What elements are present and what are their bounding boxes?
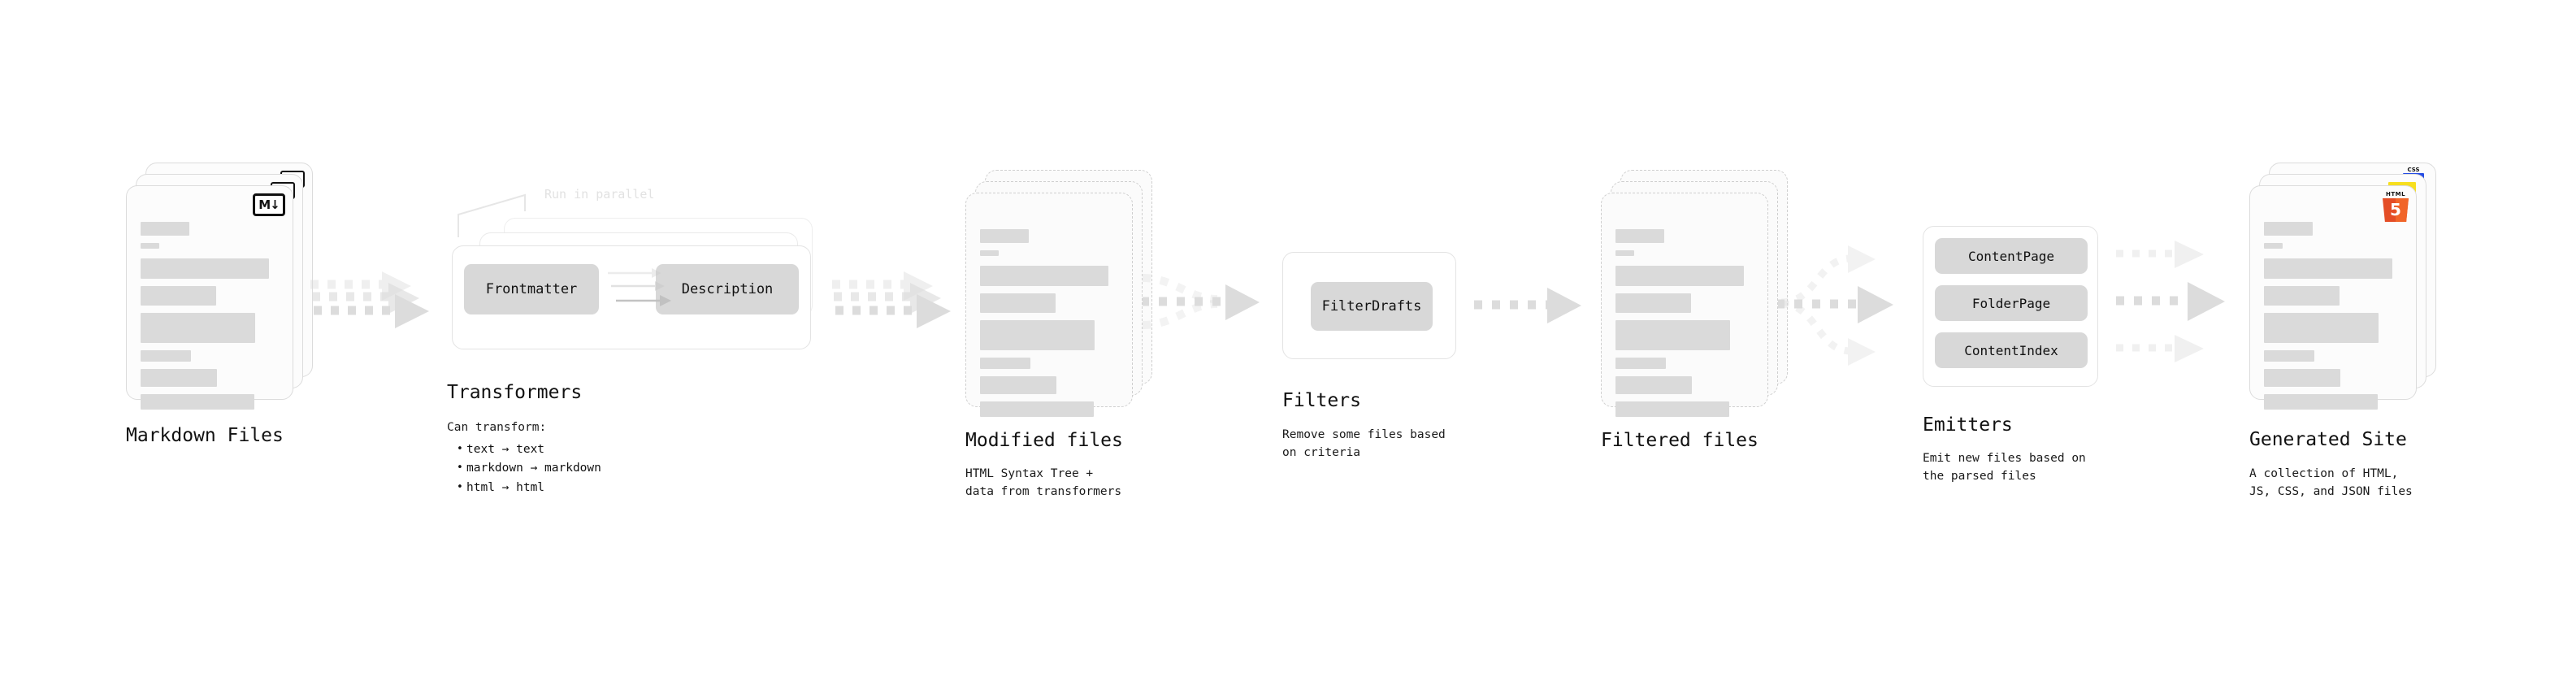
site-subtitle-line-1: A collection of HTML, — [2249, 467, 2399, 480]
transformer-node-frontmatter[interactable]: Frontmatter — [464, 264, 599, 314]
site-doc-front: HTML 5 — [2249, 185, 2417, 410]
filtered-doc-front — [1601, 193, 1768, 417]
filters-subtitle-line-2: on criteria — [1282, 446, 1361, 459]
stage-generated-site: CSS HTML 5 — [2249, 163, 2436, 498]
site-doc-stack: CSS HTML 5 — [2249, 163, 2436, 410]
markdown-doc-front: M↓ — [126, 185, 293, 410]
page-title-filtered: Filtered files — [1601, 430, 1759, 451]
page-title-transformers: Transformers — [447, 382, 583, 403]
modified-subtitle-line-2: data from transformers — [965, 485, 1122, 498]
emitters-subtitle-line-2: the parsed files — [1923, 470, 2036, 483]
connector-modified-to-filters — [1138, 260, 1292, 358]
page-title-markdown: Markdown Files — [126, 425, 284, 446]
filter-node-filterdrafts[interactable]: FilterDrafts — [1311, 282, 1433, 331]
doc-placeholder-lines — [980, 229, 1118, 424]
markdown-doc-stack: M↓ M↓ M↓ — [126, 163, 313, 410]
connector-filtered-to-emitters — [1776, 236, 1931, 382]
site-subtitle-line-2: JS, CSS, and JSON files — [2249, 485, 2413, 498]
transformers-subtitle: Can transform: — [447, 421, 547, 434]
markdown-icon: M↓ — [253, 193, 285, 216]
doc-placeholder-lines — [2264, 222, 2402, 417]
filtered-doc-stack — [1601, 170, 1788, 417]
modified-subtitle-line-1: HTML Syntax Tree + — [965, 467, 1094, 480]
transformer-internal-arrows — [608, 268, 674, 315]
page-title-modified: Modified files — [965, 430, 1123, 451]
connector-filters-to-filtered — [1471, 286, 1593, 343]
connector-transformers-to-modified — [829, 268, 959, 349]
html5-icon: HTML 5 — [2382, 191, 2409, 222]
transformer-node-description[interactable]: Description — [656, 264, 799, 314]
run-in-parallel-annotation — [453, 192, 543, 239]
page-title-filters: Filters — [1282, 390, 1361, 411]
doc-placeholder-lines — [1615, 229, 1754, 424]
emitter-node-contentindex[interactable]: ContentIndex — [1935, 332, 2088, 368]
transformer-group-front: Frontmatter Description — [452, 245, 811, 349]
stage-modified-files: Modified files HTML Syntax Tree + data f… — [965, 170, 1152, 498]
emitter-node-folderpage[interactable]: FolderPage — [1935, 285, 2088, 321]
doc-placeholder-lines — [141, 222, 279, 417]
connector-markdown-to-transformers — [307, 268, 437, 349]
emitters-subtitle-line-1: Emit new files based on — [1923, 452, 2086, 465]
emitters-group-box: ContentPage FolderPage ContentIndex — [1923, 226, 2098, 387]
stage-markdown-files: M↓ M↓ M↓ — [126, 163, 313, 446]
filters-subtitle-line-1: Remove some files based — [1282, 428, 1446, 441]
page-title-emitters: Emitters — [1923, 414, 2013, 436]
connector-emitters-to-site — [2113, 232, 2275, 386]
stage-filtered-files: Filtered files — [1601, 170, 1788, 451]
emitter-node-contentpage[interactable]: ContentPage — [1935, 238, 2088, 274]
list-item: markdown → markdown — [455, 459, 601, 478]
modified-doc-front — [965, 193, 1133, 417]
list-item: html → html — [455, 479, 601, 497]
list-item: text → text — [455, 440, 601, 459]
modified-doc-stack — [965, 170, 1152, 417]
page-title-generated-site: Generated Site — [2249, 429, 2407, 450]
run-in-parallel-label: Run in parallel — [544, 187, 655, 202]
filters-group-box: FilterDrafts — [1282, 252, 1456, 359]
transformers-bullet-list: text → text markdown → markdown html → h… — [455, 440, 601, 497]
